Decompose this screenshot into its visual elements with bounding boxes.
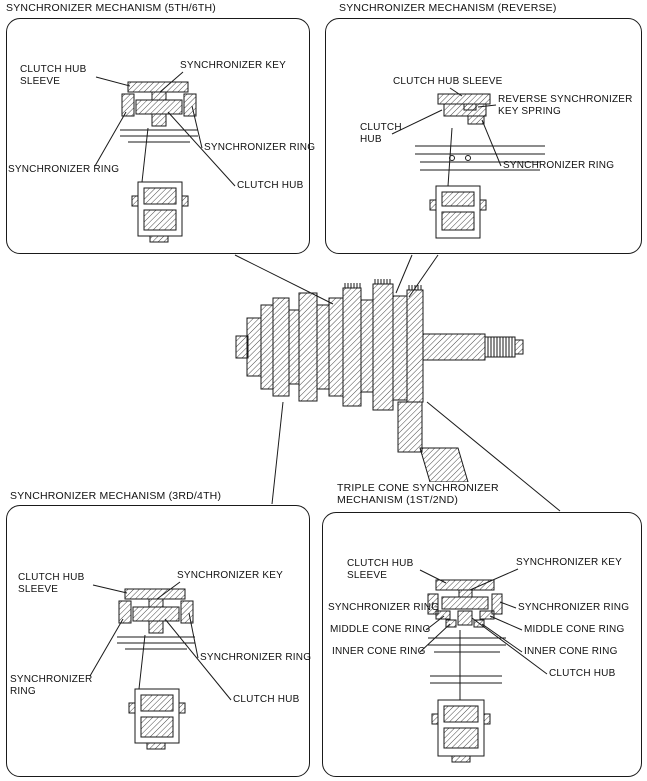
sketch-3rd-4th <box>89 581 232 750</box>
panel-title-1st-2nd: TRIPLE CONE SYNCHRONIZER MECHANISM (1ST/… <box>335 482 501 506</box>
panel-leader-lines <box>234 254 561 512</box>
label-middle-cone-ring: MIDDLE CONE RING <box>524 624 625 635</box>
label-clutch-hub: CLUTCH HUB <box>360 122 402 145</box>
panel-title-reverse: SYNCHRONIZER MECHANISM (REVERSE) <box>337 2 559 14</box>
label-clutch-hub: CLUTCH HUB <box>549 668 616 679</box>
label-reverse-key-spring: REVERSE SYNCHRONIZER KEY SPRING <box>498 94 633 117</box>
panel-1st-2nd <box>322 512 642 777</box>
label-clutch-hub-sleeve: CLUTCH HUB SLEEVE <box>393 76 503 87</box>
panel-3rd-4th <box>6 505 310 777</box>
sketch-reverse <box>391 87 545 239</box>
label-middle-cone-ring: MIDDLE CONE RING <box>330 624 431 635</box>
label-synchronizer-ring: SYNCHRONIZER RING <box>200 652 312 663</box>
label-synchronizer-key: SYNCHRONIZER KEY <box>177 570 283 581</box>
label-clutch-hub: CLUTCH HUB <box>233 694 300 705</box>
label-clutch-hub-sleeve: CLUTCH HUB SLEEVE <box>18 572 85 595</box>
label-synchronizer-ring: SYNCHRONIZER RING <box>518 602 630 613</box>
transmission-cross-section <box>235 279 524 483</box>
panel-title-5th-6th: SYNCHRONIZER MECHANISM (5TH/6TH) <box>4 2 218 14</box>
label-synchronizer-ring: SYNCHRONIZER RING <box>328 602 440 613</box>
label-inner-cone-ring: INNER CONE RING <box>332 646 426 657</box>
label-clutch-hub-sleeve: CLUTCH HUB SLEEVE <box>20 64 87 87</box>
label-clutch-hub-sleeve: CLUTCH HUB SLEEVE <box>347 558 414 581</box>
label-synchronizer-ring: SYNCHRONIZER RING <box>10 674 93 697</box>
sketch-1st-2nd <box>419 568 548 763</box>
label-clutch-hub: CLUTCH HUB <box>237 180 304 191</box>
panel-title-3rd-4th: SYNCHRONIZER MECHANISM (3RD/4TH) <box>8 490 224 502</box>
label-synchronizer-ring: SYNCHRONIZER RING <box>8 164 120 175</box>
panel-5th-6th <box>6 18 310 254</box>
sketch-5th-6th <box>94 71 236 243</box>
panel-reverse <box>325 18 642 254</box>
label-synchronizer-ring: SYNCHRONIZER RING <box>204 142 316 153</box>
label-synchronizer-key: SYNCHRONIZER KEY <box>180 60 286 71</box>
label-synchronizer-ring: SYNCHRONIZER RING <box>503 160 615 171</box>
label-inner-cone-ring: INNER CONE RING <box>524 646 618 657</box>
label-synchronizer-key: SYNCHRONIZER KEY <box>516 557 622 568</box>
